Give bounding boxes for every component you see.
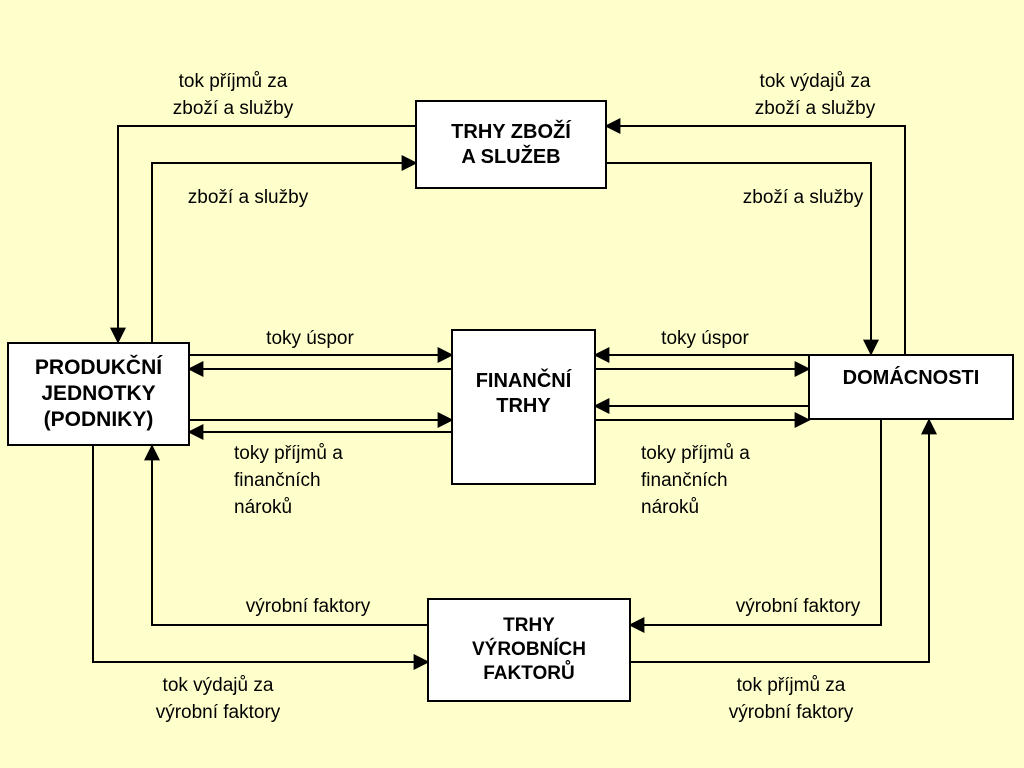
label-savings-left: toky úspor (266, 328, 354, 349)
arrow-factors-to-producers (144, 444, 428, 626)
arrow-goods-to-households (606, 162, 879, 356)
label-factors-left: výrobní faktory (245, 596, 371, 617)
factor-market-box: TRHY VÝROBNÍCH FAKTORŮ (427, 598, 631, 702)
arrow-spending-factors (92, 446, 430, 670)
label-revenue-goods: tok příjmů za zboží a služby (172, 71, 294, 119)
arrow-factors-from-households (628, 420, 882, 633)
arrow-spending-goods (604, 118, 906, 354)
arrow-revenue-goods (110, 125, 416, 344)
label-goods-left: zboží a služby (187, 187, 309, 208)
arrow-income-factors (630, 418, 937, 663)
label-factors-right: výrobní faktory (735, 596, 861, 617)
label-spending-factors: tok výdajů za výrobní faktory (155, 675, 281, 723)
label-spending-goods: tok výdajů za zboží a služby (754, 71, 876, 119)
households-box: DOMÁCNOSTI (808, 354, 1014, 420)
label-income-factors: tok příjmů za výrobní faktory (728, 675, 854, 723)
producers-box: PRODUKČNÍ JEDNOTKY (PODNIKY) (7, 342, 190, 446)
label-fin-income-left: toky příjmů a finančních nároků (234, 443, 343, 518)
label-fin-income-right: toky příjmů a finančních nároků (641, 443, 750, 518)
financial-markets-box: FINANČNÍ TRHY (451, 329, 596, 485)
label-savings-right: toky úspor (661, 328, 749, 349)
arrow-goods-to-market (151, 155, 418, 342)
label-goods-right: zboží a služby (742, 187, 864, 208)
goods-market-box: TRHY ZBOŽÍ A SLUŽEB (415, 100, 607, 189)
